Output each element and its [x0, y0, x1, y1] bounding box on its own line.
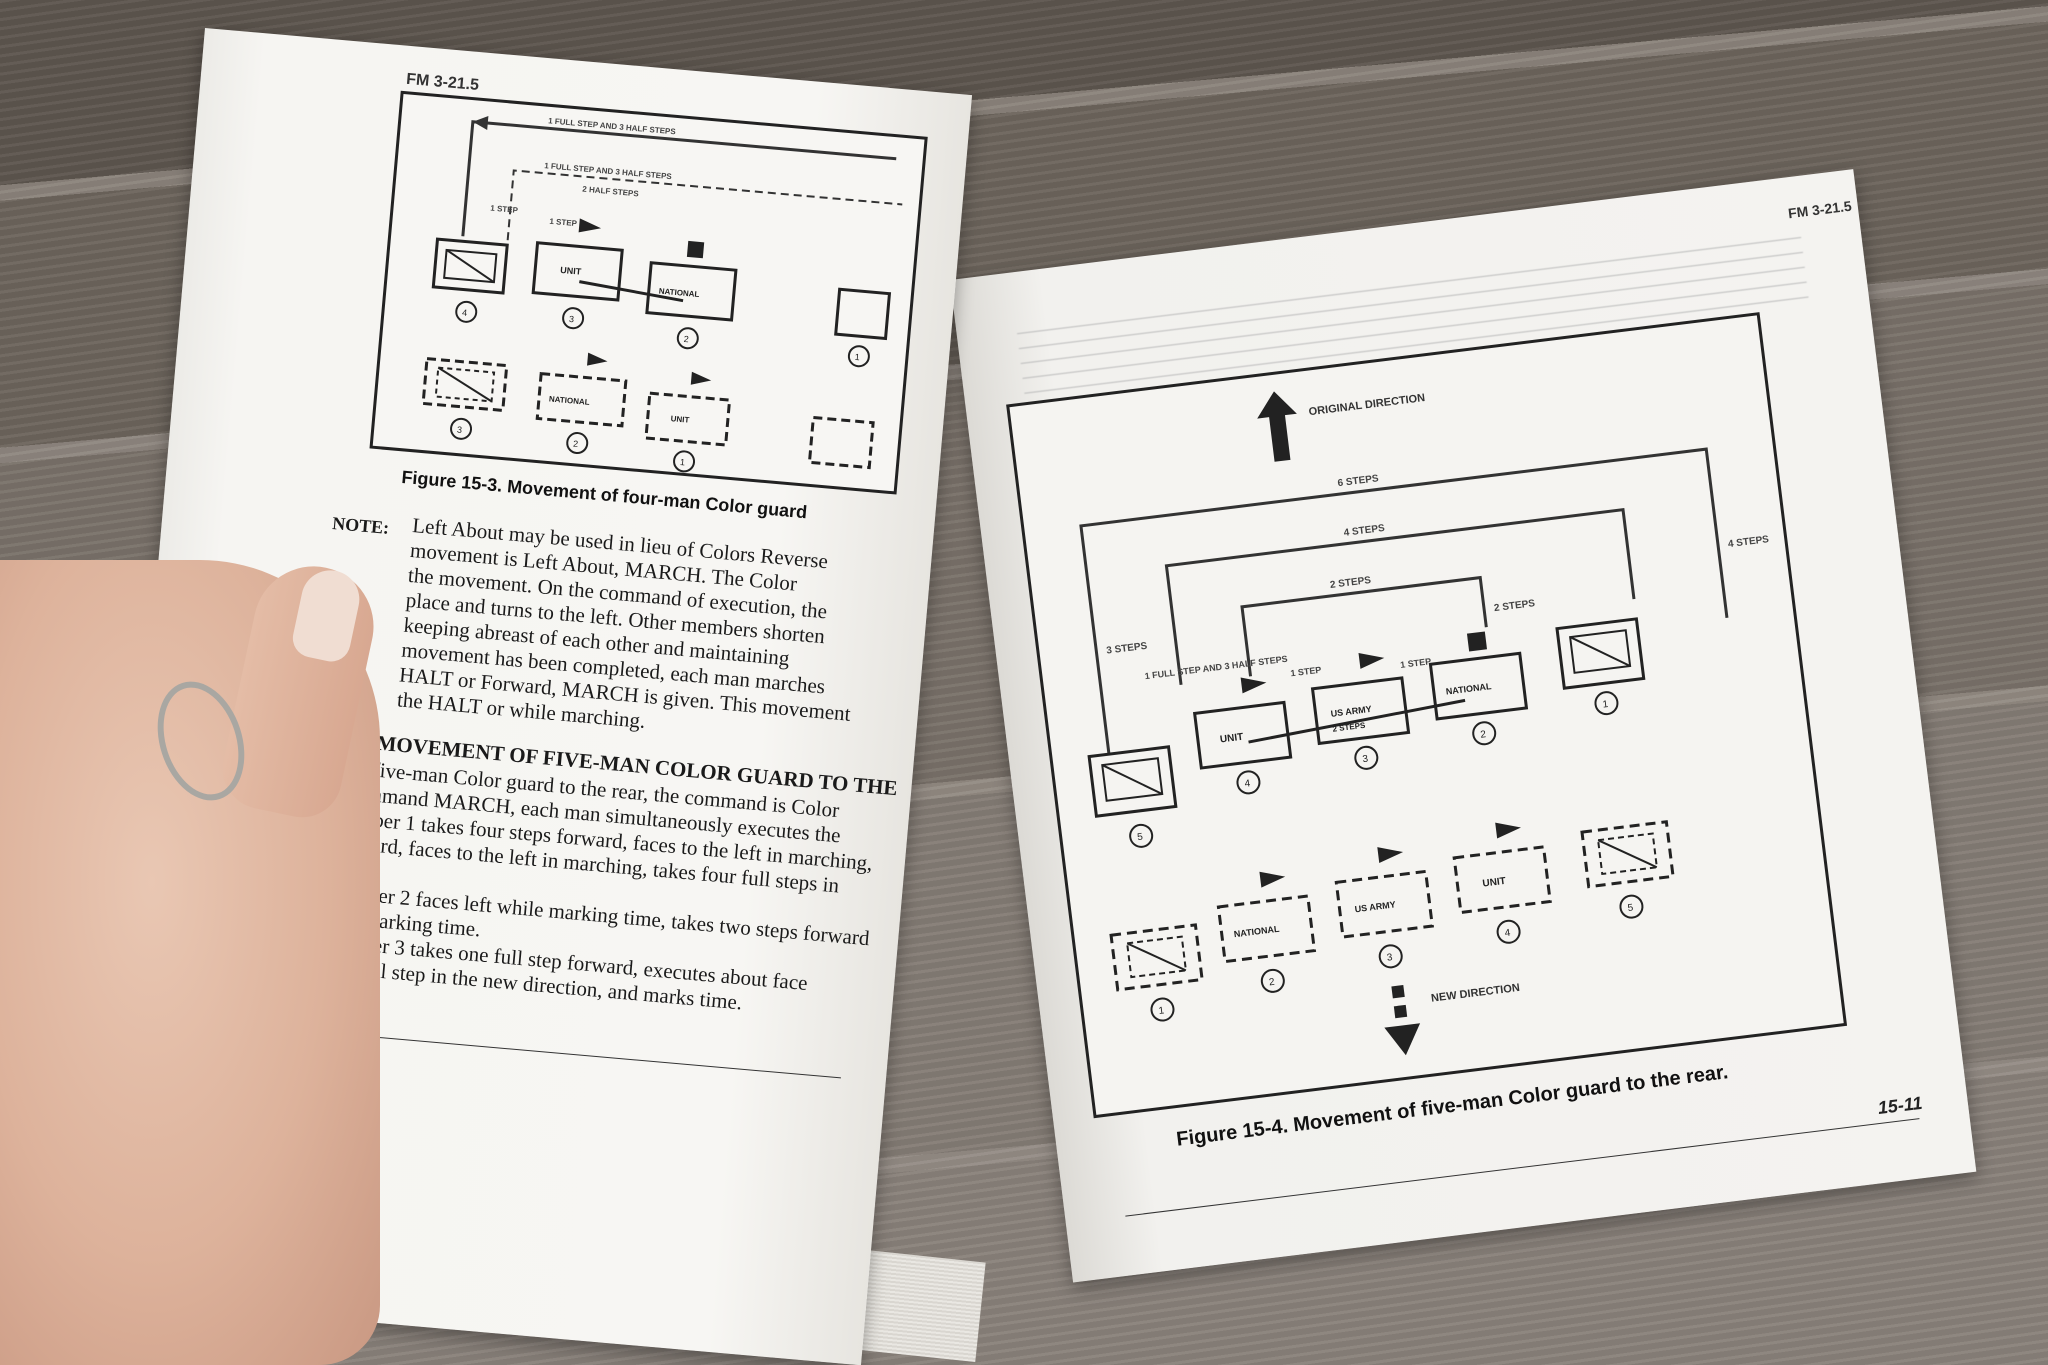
- note-label: NOTE:: [331, 513, 391, 538]
- one-step-label-b: 1 STEP: [549, 217, 578, 228]
- flag-icon: [689, 371, 712, 397]
- unit-box-bottom: [1452, 845, 1552, 915]
- new-direction-arrow: [1384, 1023, 1421, 1056]
- member-1-box: [834, 287, 892, 341]
- figure-15-3-diagram: 1 FULL STEP AND 3 HALF STEPS 1 FULL STEP…: [369, 90, 928, 495]
- unit-box-top: [1192, 700, 1293, 770]
- number-1-top: 1: [1602, 699, 1609, 711]
- number-4-top: 4: [1244, 778, 1251, 790]
- right-page-number: 15-11: [1876, 1092, 1924, 1119]
- unit-box-top: [531, 241, 624, 302]
- two-steps-side-label: 2 STEPS: [1493, 598, 1535, 614]
- flag-icon: [1358, 652, 1385, 683]
- flag-icon: [1240, 677, 1267, 708]
- unit-label-top: UNIT: [560, 265, 582, 277]
- flag-icon: [1259, 871, 1286, 902]
- number-2-top: 2: [683, 334, 689, 344]
- number-3-top: 3: [1362, 754, 1369, 766]
- member-1-box-bottom: [1109, 923, 1204, 992]
- number-3-bottom: 3: [457, 425, 463, 435]
- us-army-label-bottom: US ARMY: [1354, 899, 1396, 914]
- movement-arrow: [579, 280, 684, 303]
- left-page: FM 3-21.5 1 FULL STEP AND 3 HALF STEPS 1…: [93, 28, 973, 1365]
- figure-15-4-diagram: ORIGINAL DIRECTION 6 STEPS 4 STEPS 4 STE…: [1006, 312, 1848, 1119]
- national-label-top: NATIONAL: [658, 287, 699, 300]
- one-step-label-a: 1 STEP: [1290, 665, 1322, 679]
- member-1-box: [1555, 617, 1646, 690]
- number-4-top: 4: [462, 308, 468, 318]
- us-army-box-top: [1310, 676, 1411, 746]
- member-3-box-bottom: [421, 356, 509, 413]
- number-1-top: 1: [854, 352, 860, 362]
- national-box-top: [1428, 651, 1529, 721]
- two-steps-label: 2 STEPS: [1329, 575, 1371, 591]
- six-steps-path: [1079, 447, 1729, 755]
- national-box-bottom: [535, 371, 628, 428]
- member-4-box-bottom: [807, 415, 875, 470]
- figure-frame: [1006, 312, 1848, 1119]
- four-steps-path: [1164, 508, 1636, 686]
- six-steps-label: 6 STEPS: [1337, 473, 1379, 489]
- number-1-bottom: 1: [680, 457, 686, 467]
- number-5-bottom: 5: [1627, 902, 1634, 914]
- four-steps-top-label: 4 STEPS: [1343, 523, 1385, 539]
- number-5-top: 5: [1137, 832, 1144, 844]
- three-steps-label: 3 STEPS: [1106, 641, 1148, 657]
- top-path: [461, 120, 897, 237]
- movement-arrow: [1248, 698, 1466, 744]
- original-direction-arrow: [1257, 391, 1297, 462]
- unit-label-top: UNIT: [1219, 732, 1244, 746]
- number-2-bottom: 2: [573, 439, 579, 449]
- national-box-bottom: [1216, 894, 1317, 964]
- member-5-box: [1087, 745, 1178, 818]
- one-step-label-b: 1 STEP: [1400, 656, 1432, 670]
- unit-label-bottom: UNIT: [1482, 876, 1507, 890]
- flag-icon: [585, 352, 608, 378]
- number-3-top: 3: [569, 314, 575, 324]
- one-step-label-a: 1 STEP: [490, 204, 519, 215]
- national-flag-icon: [686, 240, 705, 259]
- number-2-top: 2: [1480, 729, 1487, 741]
- mid-path: [506, 169, 903, 241]
- flag-icon: [1377, 847, 1404, 877]
- two-steps-path: [1240, 575, 1488, 677]
- national-box-top: [645, 261, 738, 322]
- unit-label-bottom: UNIT: [670, 414, 689, 425]
- right-page: FM 3-21.5 ORIGINAL DIRECTION 6 STEPS 4 S…: [950, 169, 1977, 1283]
- flag-icon: [1495, 822, 1521, 853]
- us-army-label-top: US ARMY: [1330, 704, 1372, 719]
- us-army-box-bottom: [1334, 869, 1434, 939]
- right-page-header: FM 3-21.5: [1787, 197, 1853, 222]
- member-4-box: [431, 237, 509, 295]
- national-label-bottom: NATIONAL: [549, 394, 590, 407]
- number-3-bottom: 3: [1386, 952, 1393, 964]
- number-1-bottom: 1: [1158, 1005, 1165, 1017]
- note-text: Left About may be used in lieu of Colors…: [396, 513, 912, 756]
- national-flag-icon: [1466, 631, 1488, 652]
- flag-icon: [577, 218, 602, 247]
- number-4-bottom: 4: [1504, 928, 1511, 940]
- four-steps-side-label: 4 STEPS: [1727, 534, 1769, 550]
- unit-box-bottom: [644, 391, 732, 447]
- member-5-box-bottom: [1580, 820, 1675, 889]
- number-2-bottom: 2: [1268, 977, 1275, 989]
